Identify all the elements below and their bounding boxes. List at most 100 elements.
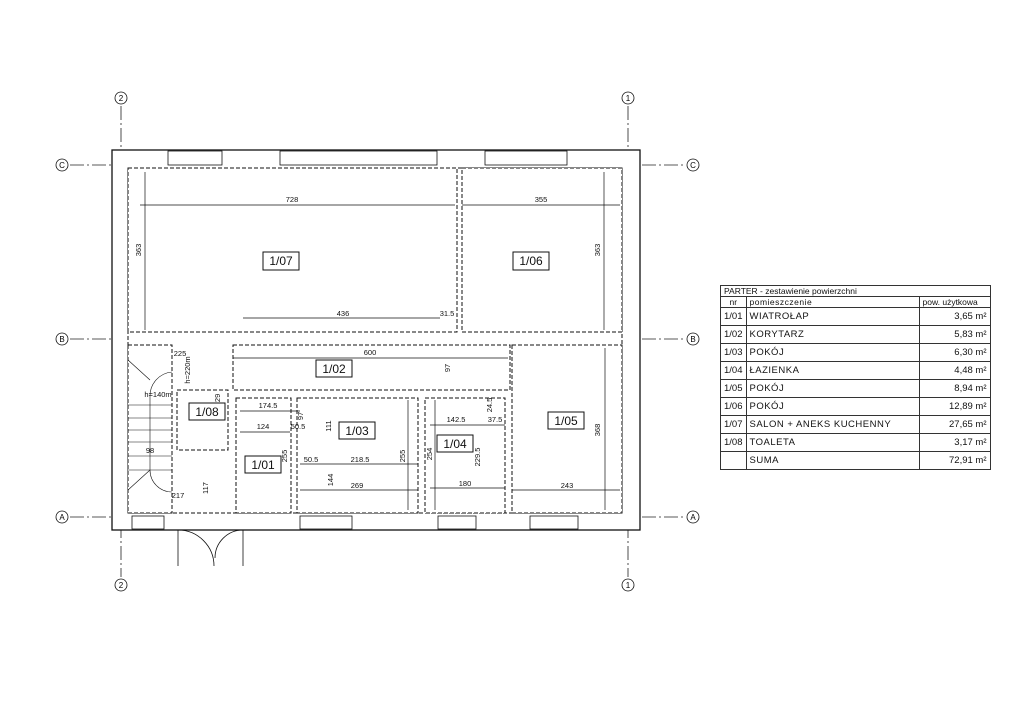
axis-marker-1-top: 1 [621,91,635,105]
room-1-03 [296,397,419,514]
axis-marker-b-left: B [55,332,69,346]
dimension: 144 [326,474,335,487]
cell-nr: 1/08 [720,433,747,452]
room-1-07 [127,167,458,333]
dimension: 37.5 [488,415,503,424]
dimension-lines [140,172,620,510]
cell-nr: 1/05 [720,379,747,398]
dimension: 111 [324,420,333,431]
dimension-labels: 728 355 363 363 436 31.5 600 97 174.5 12… [134,195,602,500]
axis-marker-c-right: C [686,158,700,172]
axis-marker-c-left: C [55,158,69,172]
cell-area: 4,48 m² [918,361,991,380]
dimension: 254 [425,448,434,461]
cell-area: 3,65 m² [918,307,991,326]
dimension: 97 [443,364,452,372]
axis-marker-a-left: A [55,510,69,524]
room-label: 1/03 [345,424,369,438]
room-label: 1/06 [519,254,543,268]
table-title: PARTER - zestawienie powierzchni [720,285,991,297]
dimension: 31.5 [440,309,455,318]
axis-markers: 2 1 2 1 C C B B A A [55,91,700,592]
dimension: h=140m [144,390,171,399]
axis-marker-b-right: B [686,332,700,346]
cell-area: 3,17 m² [918,433,991,452]
cell-name: TOALETA [745,433,920,452]
dimension: 142.5 [447,415,466,424]
dimension: 124 [257,422,270,431]
axis-marker-a-right: A [686,510,700,524]
svg-text:C: C [690,161,696,170]
cell-name: ŁAZIENKA [745,361,920,380]
room-1-04 [424,397,506,514]
room-label: 1/05 [554,414,578,428]
walls [111,149,641,531]
cell-name: POKÓJ [745,379,920,398]
dimension: 355 [535,195,548,204]
dimension: 243 [561,481,574,490]
svg-text:A: A [59,513,65,522]
dimension: 728 [286,195,299,204]
svg-text:2: 2 [119,581,124,590]
dimension: 269 [351,481,364,490]
svg-text:1: 1 [626,581,631,590]
svg-text:B: B [690,335,695,344]
dimension: 24.5 [485,398,494,413]
cell-area: 27,65 m² [918,415,991,434]
cell-area: 8,94 m² [918,379,991,398]
dimension: 229.5 [473,448,482,467]
table-header: nr pomieszczenie pow. użytkowa [720,296,991,308]
dimension: 255 [280,450,289,463]
room-label: 1/01 [251,458,275,472]
cell-nr: 1/03 [720,343,747,362]
room-label: 1/04 [443,437,467,451]
cell-name: POKÓJ [745,343,920,362]
cell-nr: 1/01 [720,307,747,326]
room-label: 1/08 [195,405,219,419]
cell-area: 6,30 m² [918,343,991,362]
svg-text:B: B [59,335,64,344]
dimension: 255 [398,450,407,463]
room-labels: 1/07 1/06 1/02 1/08 1/01 1/03 1/04 1/05 [188,251,585,474]
cell-area: 5,83 m² [918,325,991,344]
dimension: 50.5 [304,455,319,464]
dimension: 363 [593,244,602,257]
dimension: 117 [201,482,210,494]
svg-text:A: A [690,513,696,522]
dimension: 217 [172,491,185,500]
cell-name: SALON + ANEKS KUCHENNY [745,415,920,434]
svg-text:1: 1 [626,94,631,103]
entrance-doors [177,529,244,567]
table-sum-row: SUMA 72,91 m² [720,451,991,470]
dimension: 368 [593,424,602,437]
axis-marker-2-bottom: 2 [114,578,128,592]
dimension: 436 [337,309,350,318]
dimension: 174.5 [259,401,278,410]
svg-text:2: 2 [119,94,124,103]
room-1-02 [232,344,511,391]
axis-marker-1-bottom: 1 [621,578,635,592]
dimension: 218.5 [351,455,370,464]
windows [131,150,579,530]
svg-text:C: C [59,161,65,170]
room-1-06 [461,167,623,333]
dimension: h=220m [183,356,192,383]
room-label: 1/07 [269,254,293,268]
stairs [127,359,173,493]
axis-marker-2-top: 2 [114,91,128,105]
dimension: 97 [296,412,305,420]
area-summary-table: PARTER - zestawienie powierzchni nr pomi… [720,285,991,470]
cell-nr: 1/04 [720,361,747,380]
dimension: 229 [213,394,222,407]
cell-name: POKÓJ [745,397,920,416]
cell-nr: 1/02 [720,325,747,344]
